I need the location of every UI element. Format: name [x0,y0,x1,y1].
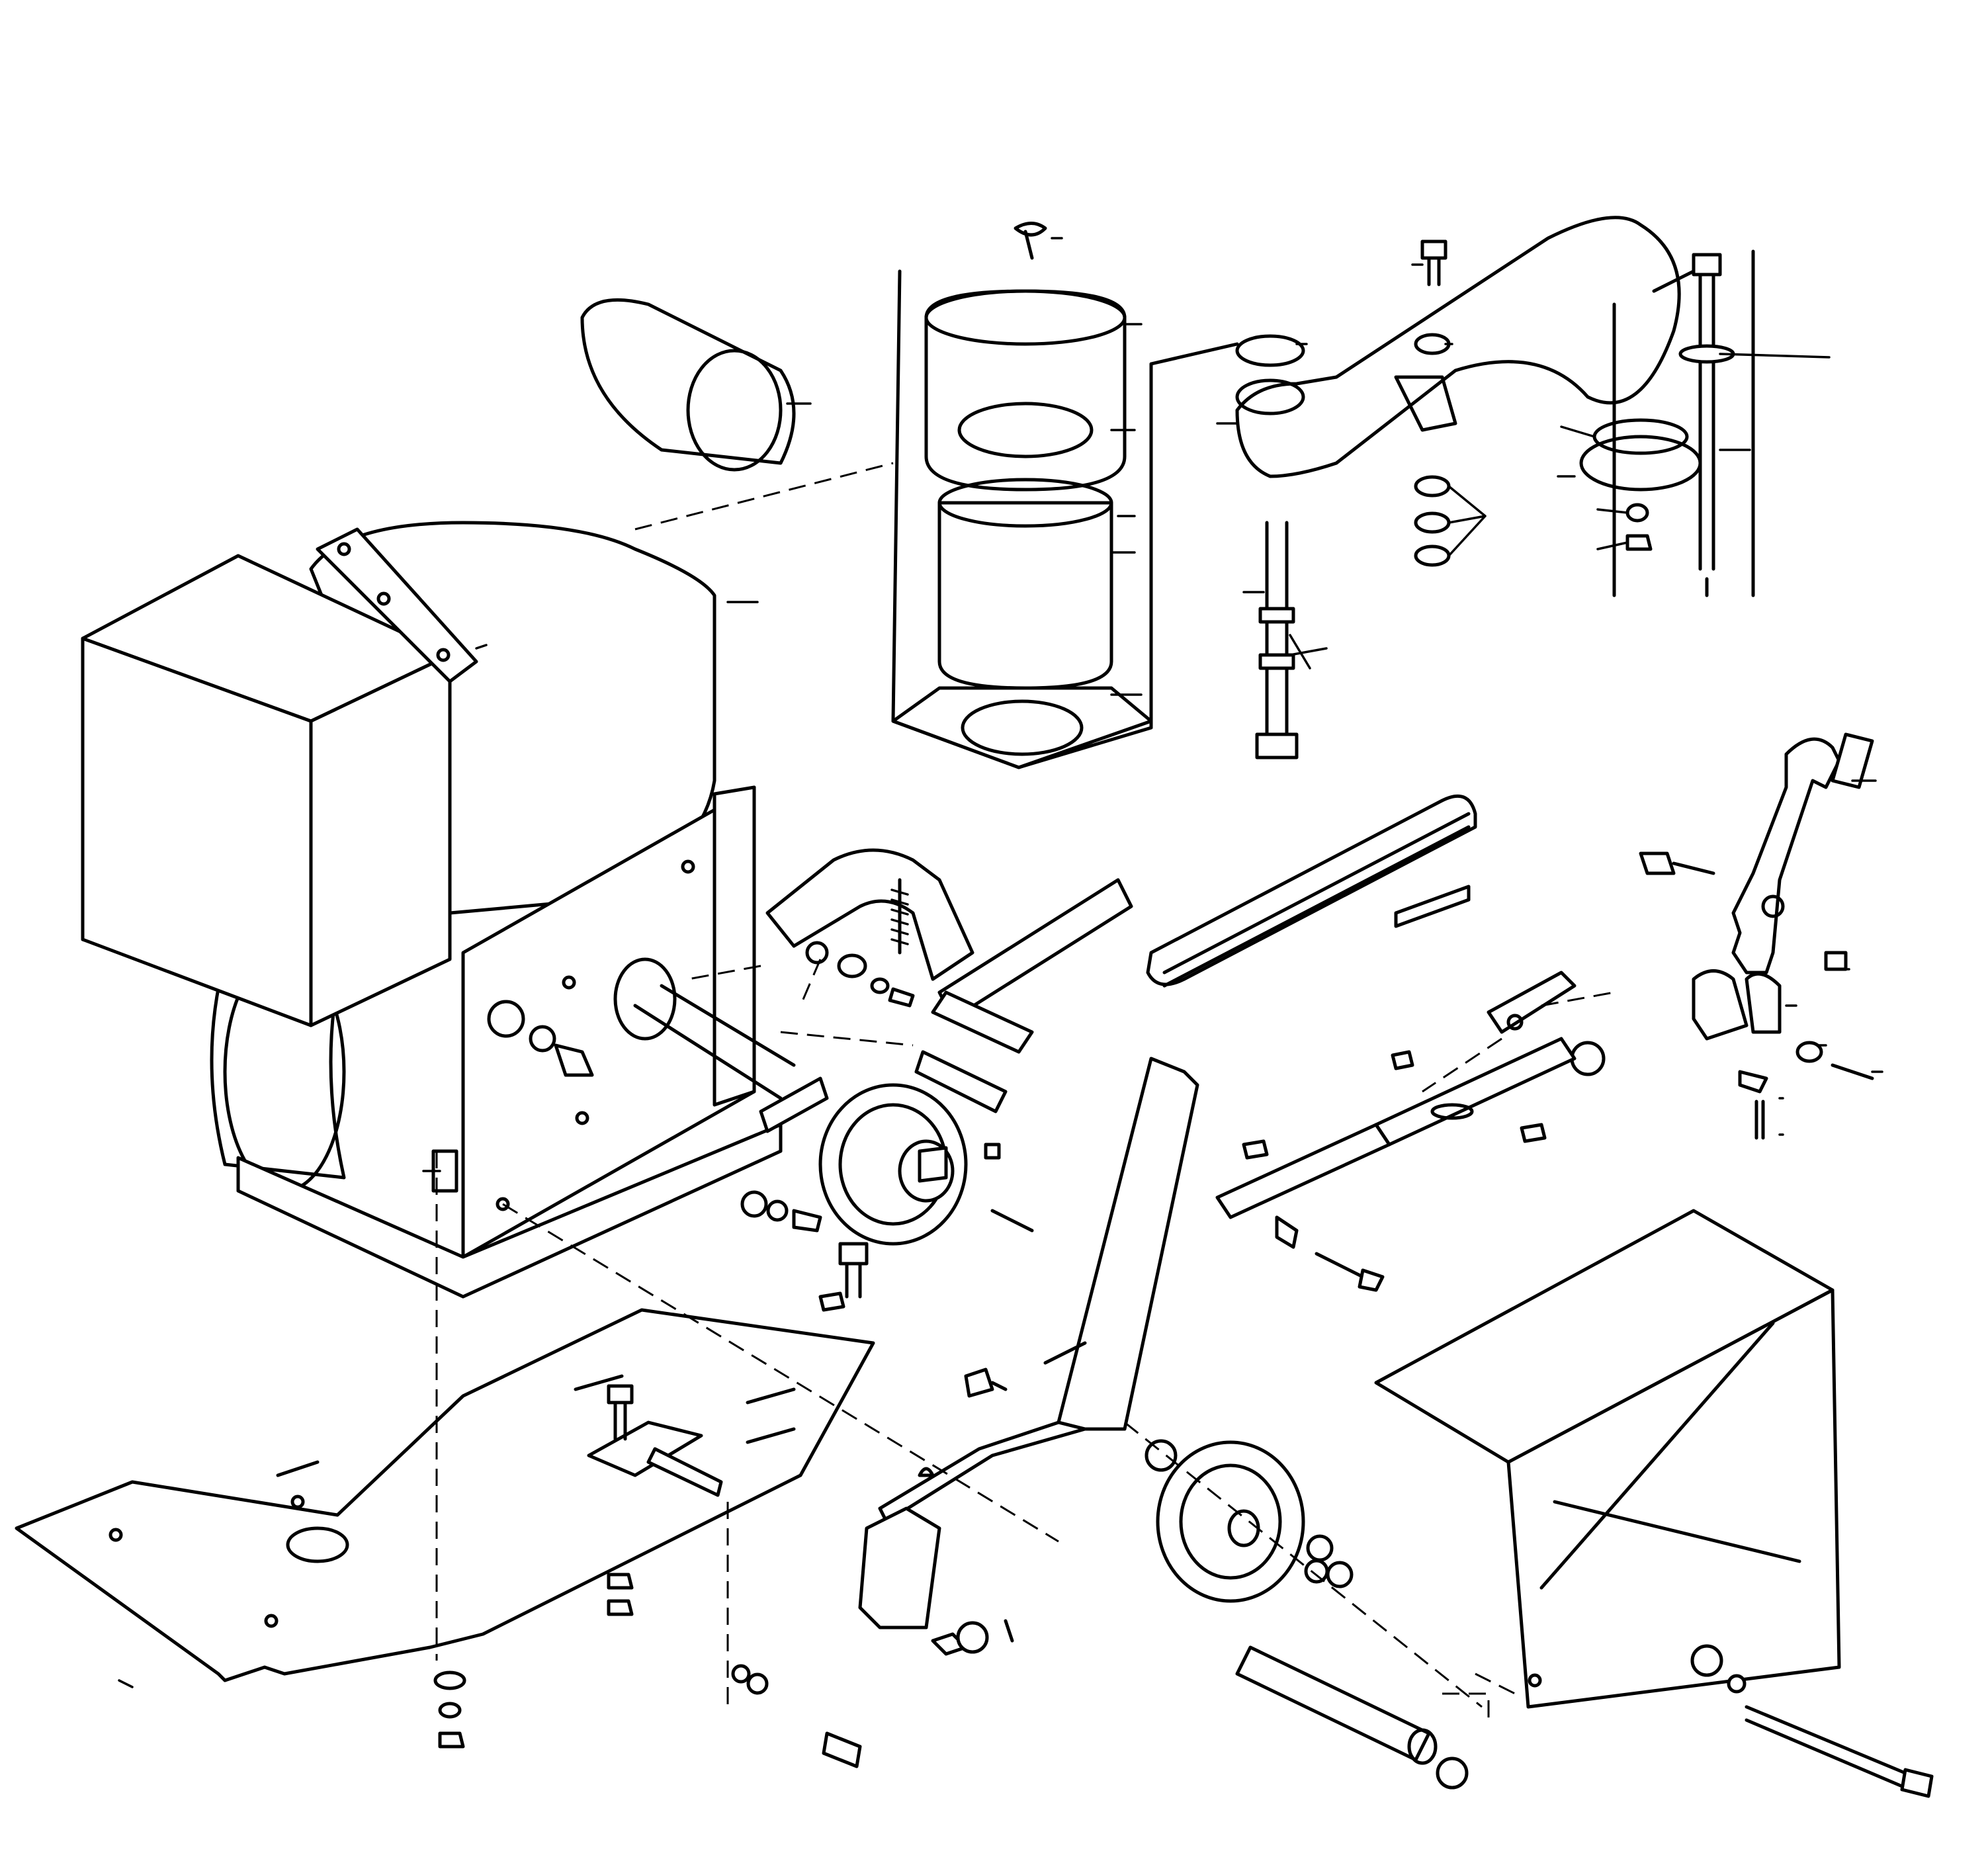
air-cleaner-assembly [580,222,1239,769]
mount-plate [15,1151,1059,1749]
belt-and-bars [1146,794,1615,1292]
intake-assembly [1235,216,1755,759]
lever-assembly [1639,732,1874,1140]
leader-lines [118,237,1883,1688]
misc-hardware [731,1190,1014,1768]
belt-guard [1374,1209,1934,1798]
idler-assembly [780,1031,1483,1790]
engine-assembly [81,521,796,1299]
bracket-arm-assembly [687,848,1133,1133]
